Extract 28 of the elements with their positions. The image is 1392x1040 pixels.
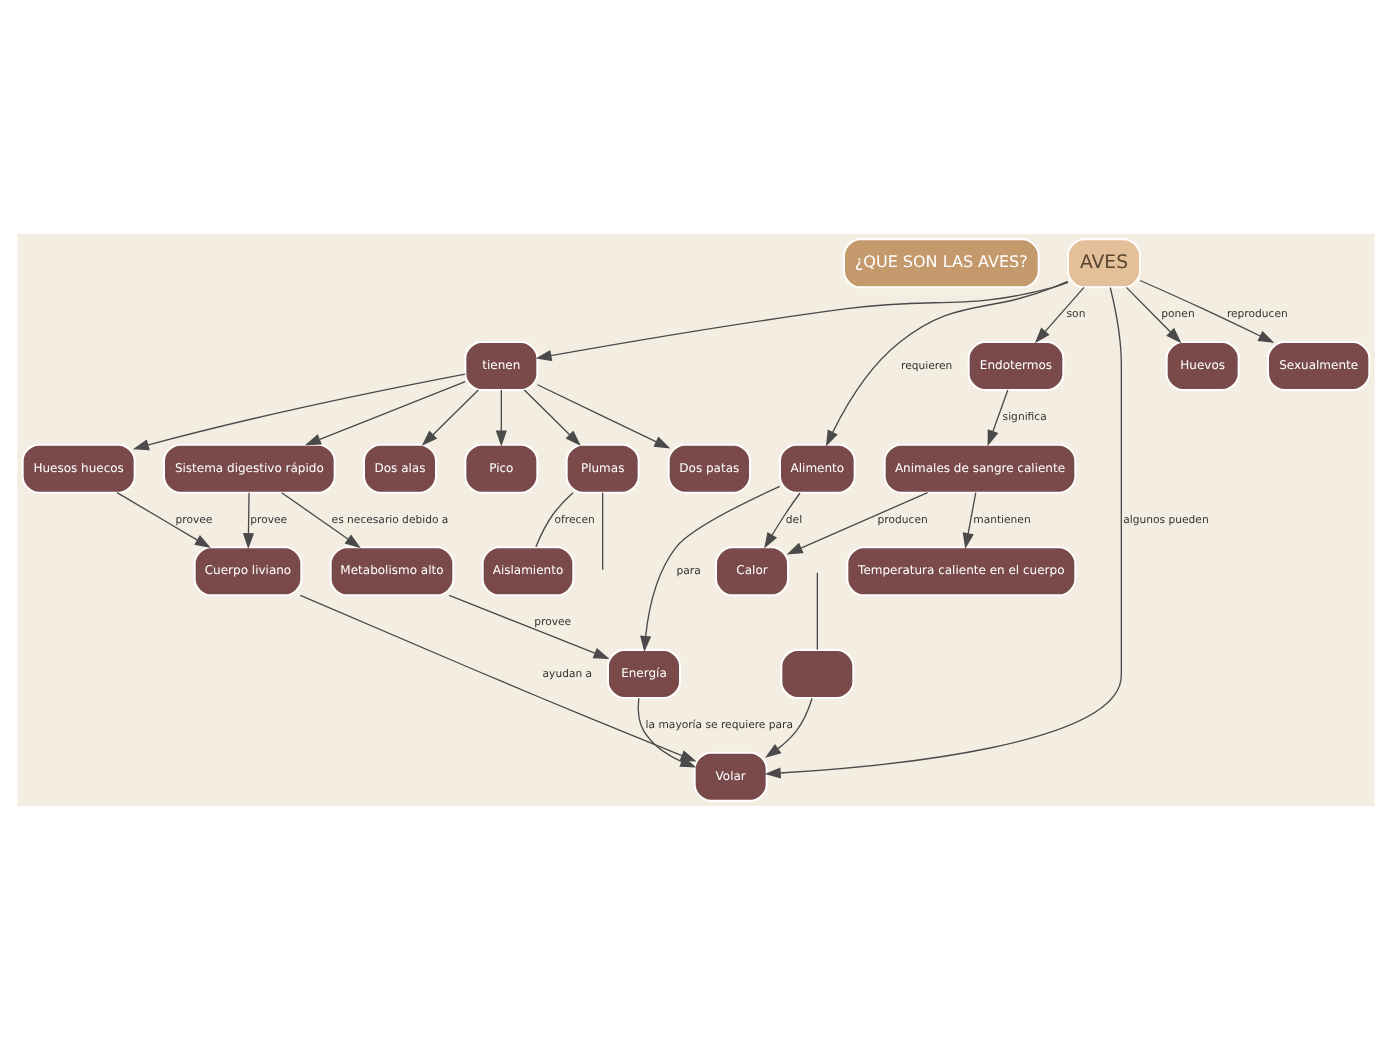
connector [535,492,574,548]
arrow [764,492,801,549]
arrow [535,281,1069,362]
arrow [495,389,507,447]
arrow [281,492,361,549]
arrow [242,492,255,550]
arrow [962,492,977,550]
arrow [448,594,610,659]
arrow [1034,286,1085,344]
arrow [765,697,813,758]
arrow [786,492,929,555]
arrow [764,286,1122,779]
arrow [825,280,1069,447]
arrow [523,389,581,446]
arrow [116,492,211,549]
arrow [536,384,671,449]
connector [816,572,818,651]
arrow [304,381,466,446]
arrow [299,594,697,762]
arrow [640,485,781,652]
node-box: AVES [1067,238,1141,289]
arrow [132,373,466,451]
arrow [1139,279,1275,343]
arrow [987,389,1009,447]
arrow [1125,286,1182,344]
connector [602,492,604,571]
arrow [421,389,479,446]
node-box [780,649,855,699]
